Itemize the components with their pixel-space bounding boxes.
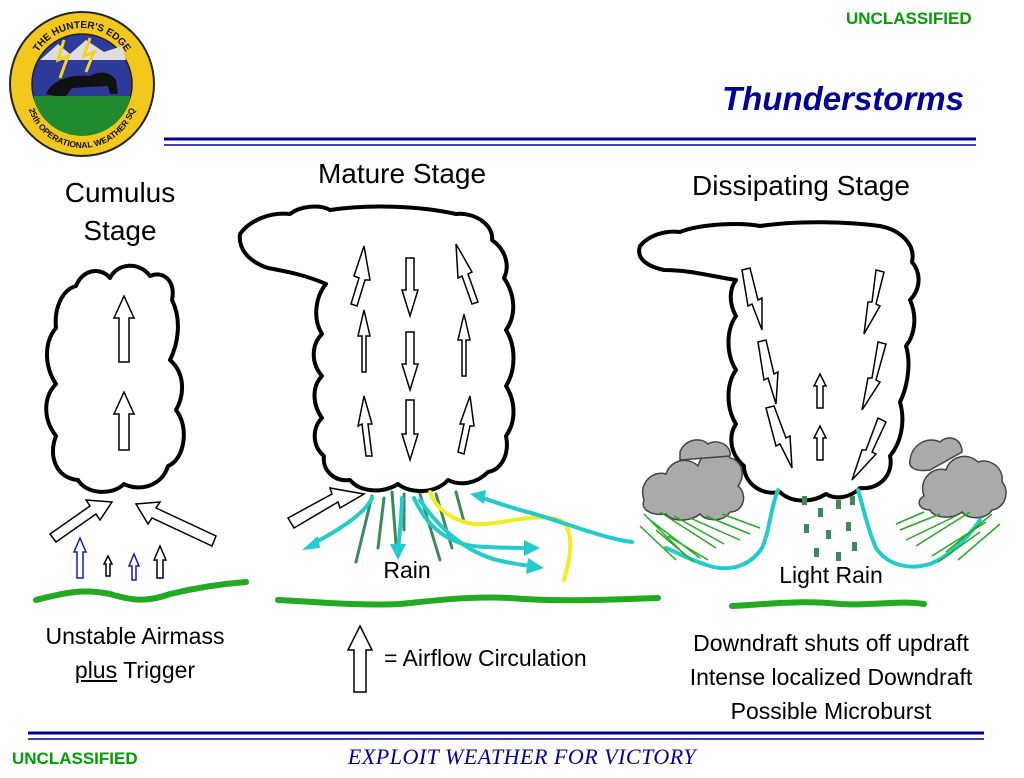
- rain-shaft-right: [895, 511, 1001, 563]
- mature-lightning: [428, 490, 573, 582]
- mature-ground: [275, 594, 661, 608]
- mature-rain-streaks: [354, 490, 466, 564]
- rain-shaft-left: [639, 511, 761, 563]
- header-rule: [164, 137, 976, 146]
- cumulus-ground: [33, 579, 249, 603]
- cumulus-caption-line1: Unstable Airmass: [45, 623, 225, 649]
- mature-cloud: [237, 204, 516, 493]
- mature-stage-title: Mature Stage: [317, 158, 487, 189]
- cumulus-inflow-arrows: [48, 499, 217, 548]
- dissipating-cloud: [637, 220, 921, 503]
- dissipating-weak-updrafts: [812, 372, 828, 461]
- caption-trigger: Trigger: [117, 657, 196, 683]
- dissipating-light-rain: [802, 496, 857, 561]
- legend-label: = Airflow Circulation: [384, 645, 587, 671]
- classification-bottom: UNCLASSIFIED: [12, 749, 138, 768]
- squadron-logo: THE HUNTER'S EDGE 25th OPERATIONAL WEATH…: [9, 11, 155, 157]
- dissipating-ground: [729, 599, 927, 609]
- grey-cloud-left: [641, 439, 745, 521]
- mature-downdraft-arrows: [400, 257, 420, 463]
- cumulus-updraft-arrows: [112, 294, 136, 451]
- caption-plus: plus: [74, 657, 118, 683]
- dissipating-rain-label: Light Rain: [779, 562, 883, 588]
- cumulus-stage-title: Cumulus Stage: [30, 174, 210, 250]
- cumulus-small-arrows: [72, 536, 168, 581]
- cumulus-caption-line2: plus Trigger: [10, 653, 260, 687]
- dissipating-notes: Downdraft shuts off updraft Intense loca…: [648, 626, 1014, 728]
- mature-airflow: [310, 494, 634, 568]
- page-title: Thunderstorms: [721, 80, 964, 117]
- grey-cloud-right: [908, 437, 1007, 519]
- note-line: Downdraft shuts off updraft: [693, 630, 969, 656]
- note-line: Intense localized Downdraft: [689, 664, 973, 690]
- cumulus-title-line1: Cumulus: [64, 177, 176, 208]
- mature-airflow-arrowheads: [302, 490, 544, 574]
- cumulus-title-line2: Stage: [83, 215, 157, 246]
- footer-rule: [28, 731, 984, 740]
- mature-rain-label: Rain: [383, 557, 431, 583]
- mature-updraft-arrows: [350, 243, 479, 457]
- dissipating-downdraft-arrows: [741, 267, 887, 481]
- dissipating-stage-title: Dissipating Stage: [692, 170, 910, 201]
- note-line: Possible Microburst: [730, 698, 932, 724]
- cumulus-cloud: [44, 263, 186, 494]
- footer-motto: EXPLOIT WEATHER FOR VICTORY: [347, 744, 697, 769]
- mature-inflow-arrow: [286, 487, 367, 530]
- classification-top: UNCLASSIFIED: [846, 9, 972, 28]
- cumulus-caption: Unstable Airmass plus Trigger: [10, 619, 260, 687]
- legend-arrow-icon: [346, 624, 374, 693]
- dissipating-outflow: [664, 488, 982, 571]
